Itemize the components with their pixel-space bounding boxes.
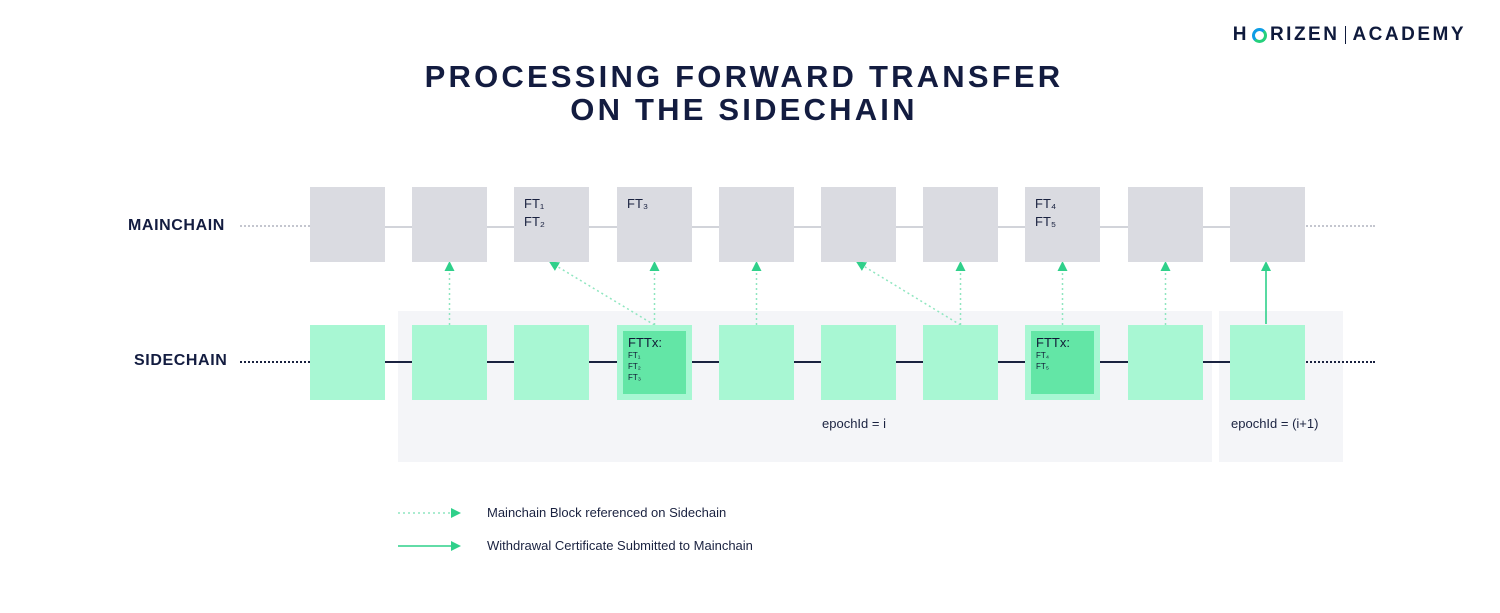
mainchain-line <box>310 226 1303 228</box>
horizen-academy-logo: H RIZEN ACADEMY <box>1233 24 1466 46</box>
mainchain-block <box>719 187 794 262</box>
legend-reference-label: Mainchain Block referenced on Sidechain <box>487 505 727 520</box>
ftt-item: FT₃ <box>628 373 642 382</box>
mainchain-block-ft-label: FT₃ <box>627 196 649 211</box>
sidechain-block <box>719 325 794 400</box>
sidechain-block <box>821 325 896 400</box>
mainchain-dotted-start <box>240 225 310 227</box>
sidechain-dotted-end <box>1303 361 1375 363</box>
sidechain-dotted-start <box>240 361 310 363</box>
logo-academy: ACADEMY <box>1352 24 1466 45</box>
mainchain-block <box>1230 187 1305 262</box>
sidechain-block <box>412 325 487 400</box>
ftt-heading: FTTx: <box>1036 335 1070 350</box>
forward-transfer-tx: FTTx:FT₄ FT₅ <box>1031 331 1094 394</box>
logo-rizen: RIZEN <box>1269 24 1340 45</box>
mainchain-reference-arrow <box>548 261 655 326</box>
forward-transfer-tx: FTTx:FT₁ FT₂ FT₃ <box>623 331 686 394</box>
ftt-item: FT₂ <box>628 362 641 371</box>
horizen-ring-icon <box>1251 27 1267 43</box>
legend-certificate-label: Withdrawal Certificate Submitted to Main… <box>487 538 753 553</box>
sidechain-block <box>514 325 589 400</box>
mainchain-block-ft-label: FT₄ FT₅ <box>1035 196 1057 229</box>
sidechain-block: FTTx:FT₄ FT₅ <box>1025 325 1100 400</box>
sidechain-line <box>310 361 1303 363</box>
ftt-item: FT₁ <box>628 351 641 360</box>
mainchain-block <box>1128 187 1203 262</box>
mainchain-block: FT₄ FT₅ <box>1025 187 1100 262</box>
mainchain-label: MAINCHAIN <box>128 217 225 234</box>
sidechain-block <box>923 325 998 400</box>
mainchain-block: FT₃ <box>617 187 692 262</box>
mainchain-block <box>310 187 385 262</box>
sidechain-block: FTTx:FT₁ FT₂ FT₃ <box>617 325 692 400</box>
mainchain-block <box>821 187 896 262</box>
logo-h: H <box>1232 24 1249 45</box>
mainchain-block <box>412 187 487 262</box>
epoch-i-label: epochId = i <box>822 416 886 431</box>
sidechain-block <box>1230 325 1305 400</box>
mainchain-block-ft-label: FT₁ FT₂ <box>524 196 545 229</box>
title-line-2: ON THE SIDECHAIN <box>570 92 918 127</box>
mainchain-reference-arrow <box>855 261 961 326</box>
mainchain-block: FT₁ FT₂ <box>514 187 589 262</box>
sidechain-label: SIDECHAIN <box>134 352 228 369</box>
ftt-item: FT₄ <box>1036 351 1050 360</box>
sidechain-block <box>1128 325 1203 400</box>
ftt-item: FT₅ <box>1036 362 1049 371</box>
mainchain-block <box>923 187 998 262</box>
diagram-title: PROCESSING FORWARD TRANSFER ON THE SIDEC… <box>0 60 1488 126</box>
epoch-i-plus-1-label: epochId = (i+1) <box>1231 416 1319 431</box>
title-line-1: PROCESSING FORWARD TRANSFER <box>424 59 1064 94</box>
ftt-heading: FTTx: <box>628 335 662 350</box>
sidechain-block <box>310 325 385 400</box>
mainchain-dotted-end <box>1303 225 1375 227</box>
logo-divider <box>1345 26 1347 44</box>
